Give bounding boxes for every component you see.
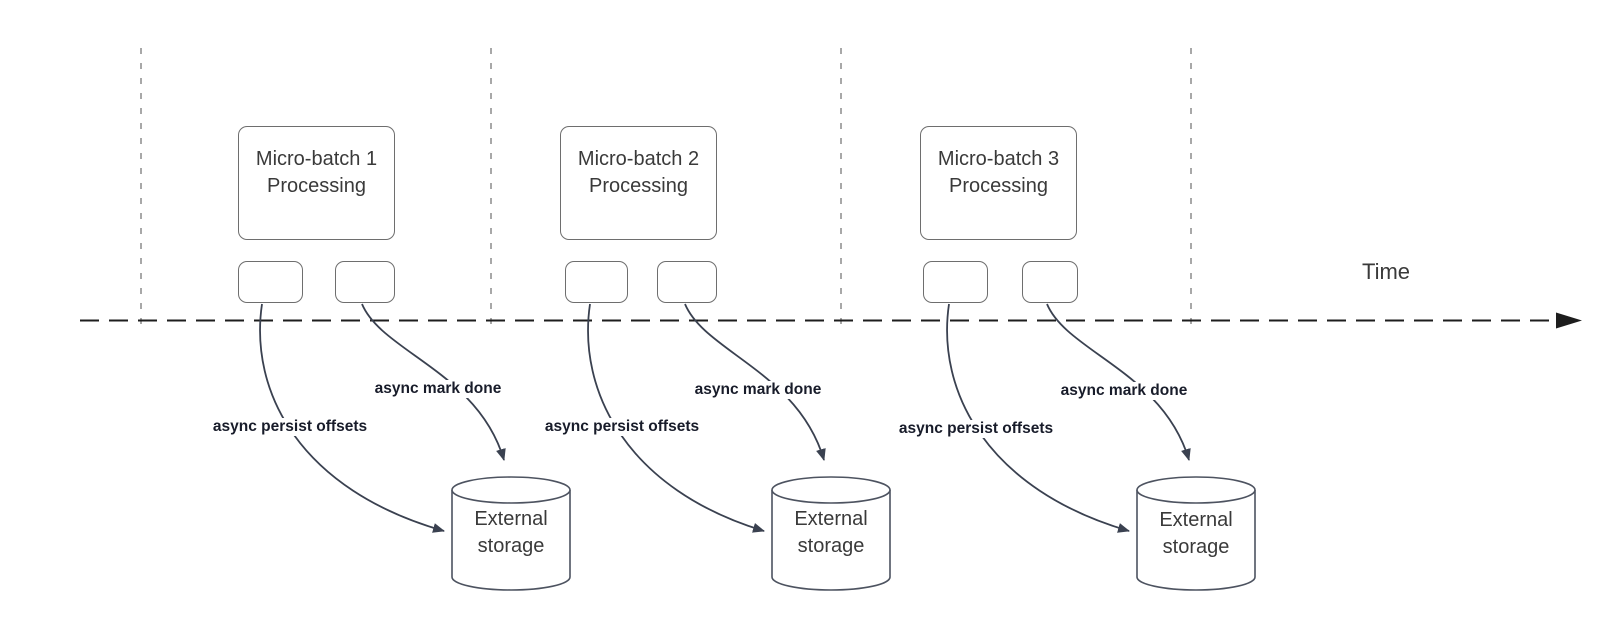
time-axis-label: Time — [1361, 259, 1411, 284]
persist-offsets-source-box — [238, 261, 303, 303]
external-storage-cylinder — [451, 476, 571, 591]
processing-box-title-line2: Processing — [949, 175, 1048, 197]
processing-box-title-line2: Processing — [267, 175, 366, 197]
external-storage-label-line2: storage — [1162, 536, 1230, 558]
persist-offsets-source-box — [923, 261, 988, 303]
external-storage-label: External storage — [474, 506, 547, 560]
processing-box-title-line2: Processing — [589, 175, 688, 197]
external-storage-label-line2: storage — [477, 535, 545, 557]
async-mark-done-label: async mark done — [1057, 382, 1191, 400]
mark-done-source-box — [335, 261, 395, 303]
external-storage-label-line2: storage — [797, 535, 865, 557]
microbatch-processing-box: Micro-batch 1 Processing — [238, 126, 395, 240]
async-mark-done-arrow — [684, 303, 826, 461]
persist-offsets-source-box — [565, 261, 628, 303]
time-axis-arrowhead-icon — [1556, 312, 1582, 329]
external-storage-label: External storage — [1159, 507, 1232, 561]
microbatch-processing-box: Micro-batch 3 Processing — [920, 126, 1077, 240]
external-storage-cylinder — [1136, 476, 1256, 591]
external-storage-label-line1: External — [794, 508, 868, 530]
async-mark-done-label: async mark done — [691, 381, 825, 399]
microbatch-processing-box: Micro-batch 2 Processing — [560, 126, 717, 240]
async-mark-done-label: async mark done — [371, 380, 505, 398]
processing-box-title-line1: Micro-batch 3 — [937, 148, 1060, 170]
processing-box-title-line1: Micro-batch 2 — [577, 148, 700, 170]
mark-done-source-box — [657, 261, 717, 303]
async-persist-offsets-arrow — [946, 303, 1130, 533]
processing-box-title-line1: Micro-batch 1 — [255, 148, 378, 170]
external-storage-label: External storage — [794, 506, 867, 560]
external-storage-label-line1: External — [1159, 509, 1233, 531]
async-persist-offsets-label: async persist offsets — [541, 418, 703, 436]
mark-done-source-box — [1022, 261, 1078, 303]
async-persist-offsets-label: async persist offsets — [895, 420, 1057, 438]
external-storage-label-line1: External — [474, 508, 548, 530]
async-mark-done-arrow — [1046, 303, 1191, 461]
async-mark-done-arrow — [361, 303, 506, 461]
external-storage-cylinder — [771, 476, 891, 591]
async-persist-offsets-label: async persist offsets — [209, 418, 371, 436]
